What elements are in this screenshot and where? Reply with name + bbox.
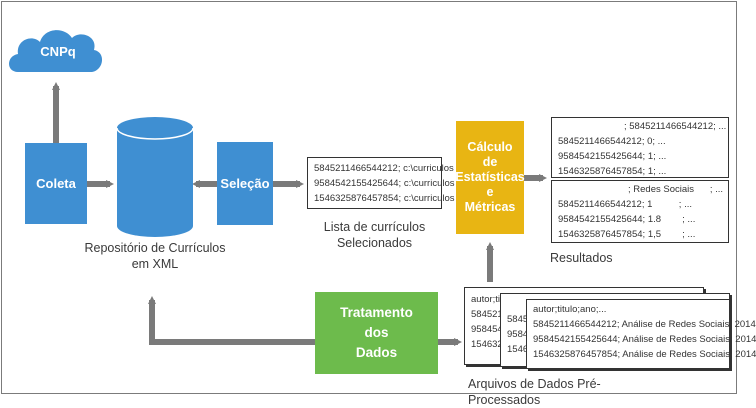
resultados-table-top: ; 5845211466544212; ... 5845211466544212… (551, 117, 729, 178)
arquivo-back-line: 154632 (471, 339, 503, 350)
arquivo-back-line: 958454 (471, 324, 503, 335)
diagram-arrows (9, 30, 547, 346)
lista-row: 9584542155425644; c:\curriculos (314, 178, 455, 189)
arquivo-middle-line: 1546 (507, 344, 529, 355)
resultados-bottom-row: 9584542155425644; 1.8 ; ... (558, 214, 696, 225)
lista-caption-line-2: Selecionados (336, 236, 413, 250)
coleta-box: Coleta (25, 143, 87, 224)
arquivo-front-line: 9584542155425644; Análise de Redes Socia… (533, 334, 756, 345)
coleta-label: Coleta (36, 176, 76, 191)
lista-document: 5845211466544212; c:\curriculos 95845421… (307, 157, 455, 209)
repositorio-caption: Repositório de Currículos em XML (80, 240, 230, 272)
calculo-label-line-3: Estatísticas (455, 170, 525, 184)
resultados-bottom-row: 1546325876457854; 1,5 ; ... (558, 229, 696, 240)
calculo-label-line-2: de (482, 155, 498, 169)
resultados-bottom-row: 5845211466544212; 1 ; ... (558, 199, 692, 210)
lista-row: 5845211466544212; c:\curriculos (314, 163, 454, 174)
arquivo-document-front: autor;titulo;ano;... 5845211466544212; A… (526, 299, 756, 369)
cloud-shape (9, 30, 103, 72)
frame-border (1, 1, 737, 394)
calculo-label-line-5: Métricas (464, 200, 516, 214)
resultados-top-row: 9584542155425644; 1; ... (558, 151, 667, 162)
arquivo-back-line: 584521 (471, 309, 503, 320)
calculo-label-line-1: Cálculo (467, 140, 513, 154)
repositorio-caption-line-2: em XML (131, 257, 179, 271)
resultados-table-bottom: ; Redes Sociais ; ... 5845211466544212; … (551, 180, 729, 243)
arquivo-front-line: 1546325876457854; Análise de Redes Socia… (533, 349, 756, 360)
resultados-bottom-header: ; Redes Sociais ; ... (628, 184, 724, 195)
resultados-top-row: 5845211466544212; 0; ... (558, 136, 666, 147)
tratamento-box: Tratamento dos Dados (315, 292, 438, 374)
tratamento-label-line-2: dos (364, 325, 389, 340)
resultados-top-row: 1546325876457854; 1; ... (558, 166, 667, 177)
arquivo-back-line: autor;titulo (471, 294, 516, 305)
arquivo-middle-line: 9584 (507, 329, 529, 340)
repositorio-cylinder (116, 117, 194, 237)
selecao-box: Seleção (217, 142, 273, 225)
lista-row: 1546325876457854; c:\curriculos (314, 193, 455, 204)
lista-caption: Lista de currículos Selecionados (312, 219, 437, 251)
tratamento-label-line-1: Tratamento (340, 305, 413, 320)
selecao-label: Seleção (220, 176, 270, 191)
tratamento-label-line-3: Dados (355, 345, 398, 360)
repositorio-caption-line-1: Repositório de Currículos (84, 241, 226, 255)
calculo-box: Cálculo de Estatísticas e Métricas (455, 121, 525, 234)
calculo-label-line-4: e (486, 185, 494, 199)
arrow-tratamento-to-repositorio (148, 296, 315, 345)
lista-caption-line-1: Lista de currículos (323, 220, 426, 234)
resultados-top-header: ; 5845211466544212; ... (624, 121, 727, 132)
arquivos-caption: Arquivos de Dados Pré-Processados (468, 377, 601, 407)
resultados-caption: Resultados (550, 251, 613, 265)
cnpq-label: CNPq (40, 43, 76, 59)
arquivo-front-line: 5845211466544212; Análise de Redes Socia… (533, 319, 756, 330)
arquivo-middle-line: 5845 (507, 314, 529, 325)
arquivo-front-line: autor;titulo;ano;... (533, 304, 607, 315)
